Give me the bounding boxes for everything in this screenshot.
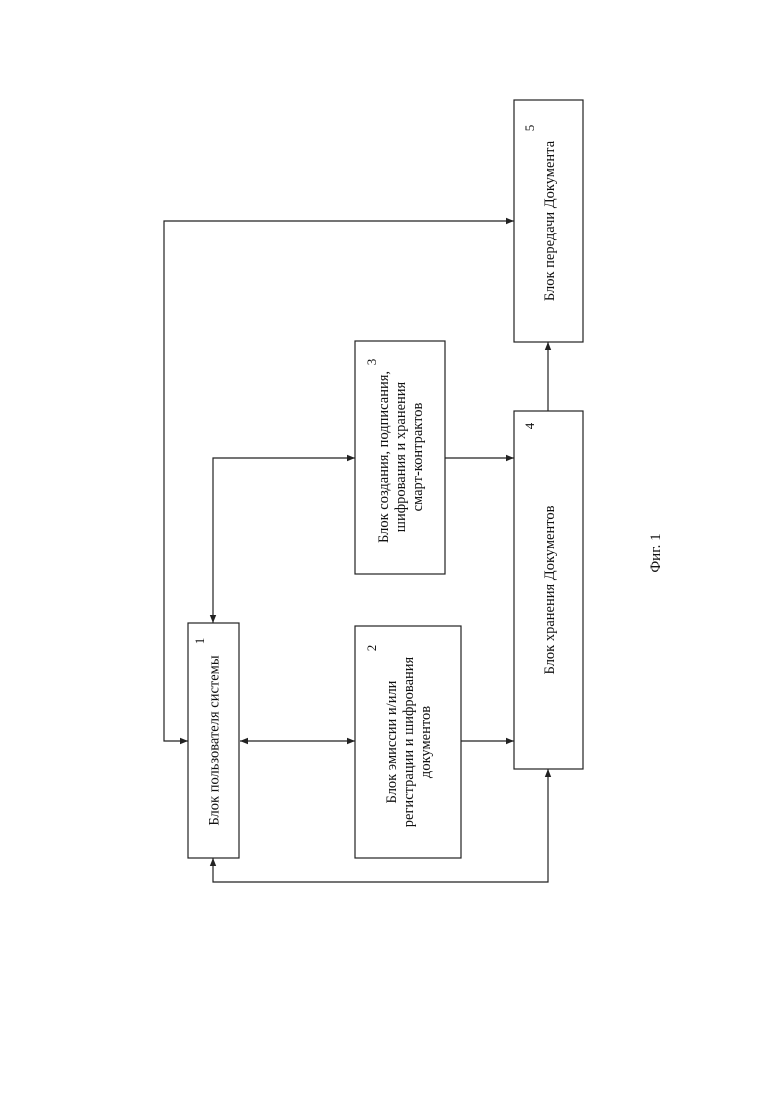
block-user-system: Блок пользователя системы 1 — [188, 623, 239, 858]
block-3-label-line-3: смарт-контрактов — [410, 402, 426, 511]
block-smart-contracts: Блок создания, подписания, шифрования и … — [355, 341, 445, 574]
block-1-label: Блок пользователя системы — [207, 655, 223, 825]
connector-1-3 — [213, 458, 355, 623]
block-4-number: 4 — [522, 422, 537, 429]
block-1-number: 1 — [192, 638, 207, 645]
block-2-number: 2 — [364, 645, 379, 652]
block-3-label-line-1: Блок создания, подписания, — [376, 371, 392, 543]
block-document-transfer: Блок передачи Документа 5 — [514, 100, 583, 342]
figure-caption: Фиг. 1 — [648, 533, 664, 572]
block-2-label-line-2: регистрации и шифрования — [401, 656, 417, 827]
block-3-label-line-2: шифрования и хранения — [393, 381, 409, 532]
block-3-number: 3 — [364, 359, 379, 366]
block-4-label: Блок хранения Документов — [542, 505, 558, 674]
block-emission-registration: Блок эмиссии и/или регистрации и шифрова… — [355, 626, 461, 858]
block-document-storage: Блок хранения Документов 4 — [514, 411, 583, 769]
block-5-label: Блок передачи Документа — [542, 140, 558, 301]
block-5-number: 5 — [522, 125, 537, 132]
block-2-label-line-1: Блок эмиссии и/или — [384, 680, 400, 803]
block-2-label-line-3: документов — [418, 706, 434, 778]
